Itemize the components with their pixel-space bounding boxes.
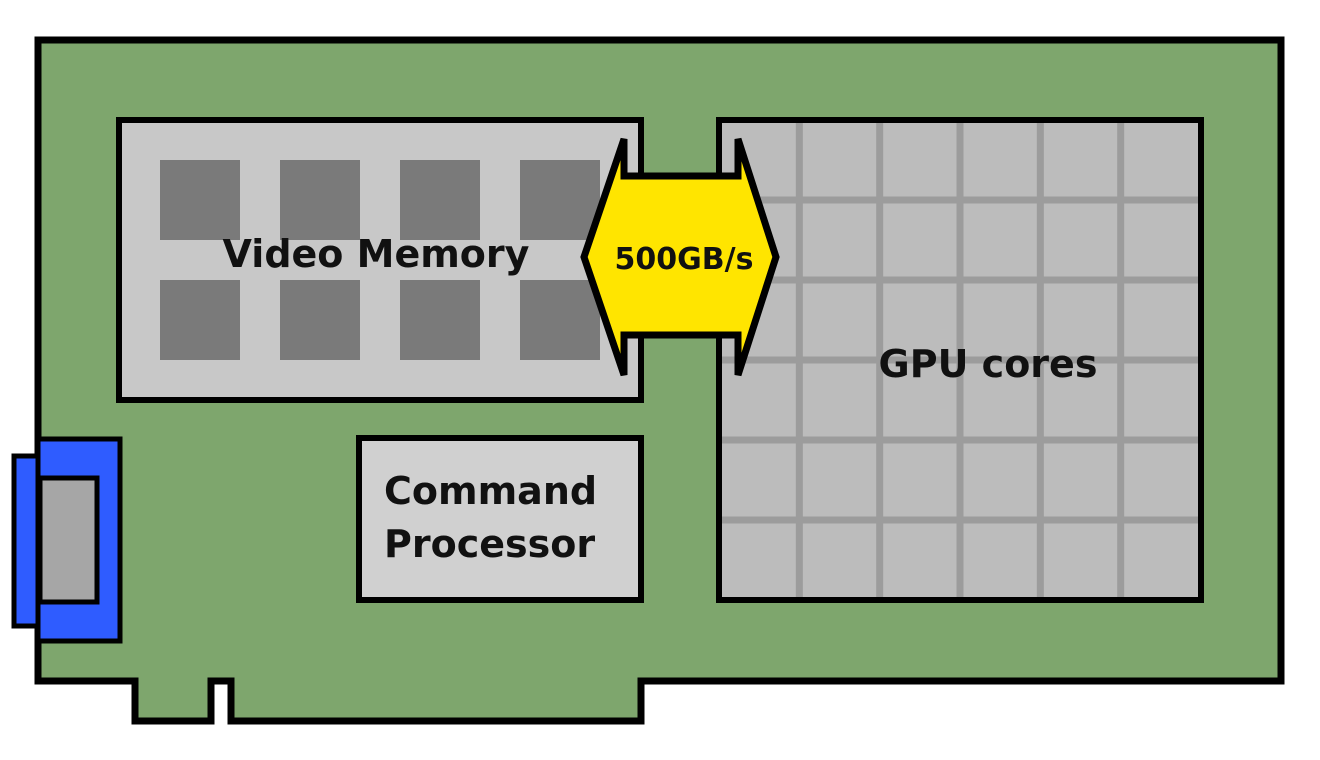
- gpu-cores-label: GPU cores: [879, 342, 1098, 386]
- command-processor-block: [356, 435, 644, 603]
- bandwidth-label: 500GB/s: [615, 242, 754, 277]
- command-processor-label-line1: Command: [384, 469, 597, 513]
- command-processor-label-line2: Processor: [384, 522, 595, 566]
- memory-chip: [160, 280, 240, 360]
- memory-chip: [400, 160, 480, 240]
- display-connector-port: [37, 475, 100, 605]
- gpu-cores-outline: [716, 117, 1204, 603]
- memory-chip: [280, 280, 360, 360]
- memory-chip: [520, 160, 600, 240]
- bandwidth-arrow: [580, 137, 780, 377]
- memory-chip: [520, 280, 600, 360]
- video-memory-label: Video Memory: [223, 232, 530, 276]
- memory-chip: [280, 160, 360, 240]
- gpu-core-grid: [719, 120, 1201, 600]
- memory-chip: [400, 280, 480, 360]
- memory-chip: [160, 160, 240, 240]
- memory-chips: [160, 160, 600, 360]
